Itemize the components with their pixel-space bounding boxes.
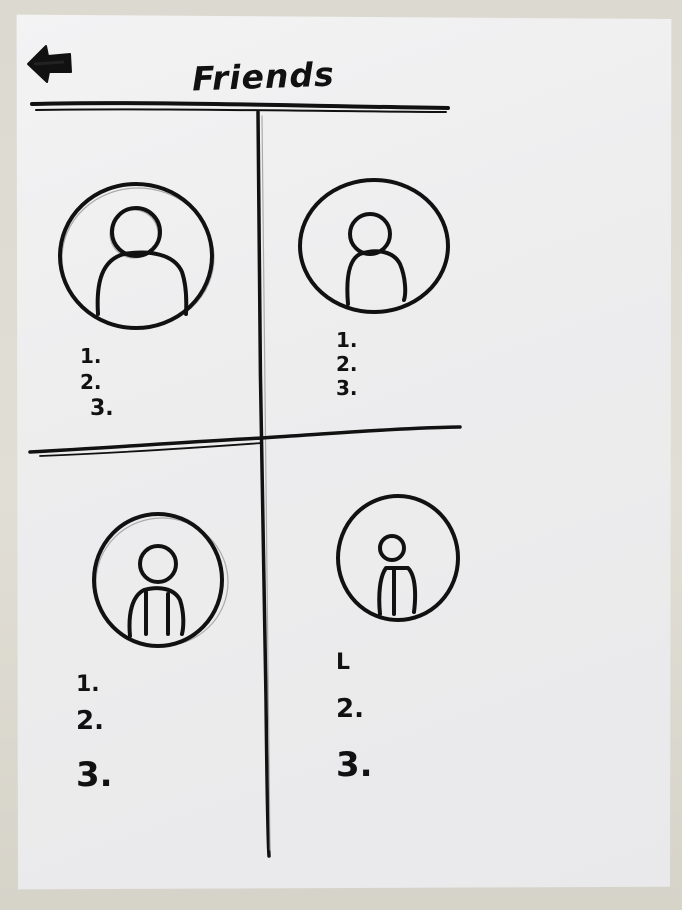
- friend-card[interactable]: 1. 2. 3.: [266, 120, 476, 430]
- grid-horizontal-echo: [39, 442, 263, 457]
- back-arrow-icon: [27, 45, 72, 83]
- list-item: 2.: [336, 694, 364, 724]
- page-title: Friends: [191, 54, 336, 99]
- person-avatar-icon: [92, 512, 229, 648]
- grid-vertical-divider: [256, 110, 271, 858]
- list-item: 2.: [336, 352, 358, 376]
- back-button[interactable]: [24, 40, 76, 88]
- list-item: 2.: [80, 370, 102, 394]
- list-item: 3.: [90, 396, 114, 421]
- header-divider-echo: [35, 108, 447, 113]
- list-item: 3.: [336, 745, 373, 785]
- list-item: 3.: [76, 755, 113, 795]
- list-item: 1.: [80, 344, 102, 368]
- list-item: L: [336, 650, 351, 675]
- list-item: 2.: [76, 706, 104, 736]
- person-avatar-icon: [298, 178, 450, 314]
- list-item: 3.: [336, 376, 358, 400]
- friend-card[interactable]: 1. 2. 3.: [40, 120, 254, 436]
- friend-card[interactable]: 1. 2. 3.: [40, 460, 254, 860]
- list-item: 1.: [76, 672, 100, 697]
- person-avatar-icon: [58, 182, 215, 330]
- header-divider: [30, 101, 450, 110]
- friend-card[interactable]: L 2. 3.: [270, 456, 480, 856]
- person-avatar-icon: [336, 494, 460, 622]
- list-item: 1.: [336, 328, 358, 352]
- grid-horizontal-divider: [28, 425, 462, 454]
